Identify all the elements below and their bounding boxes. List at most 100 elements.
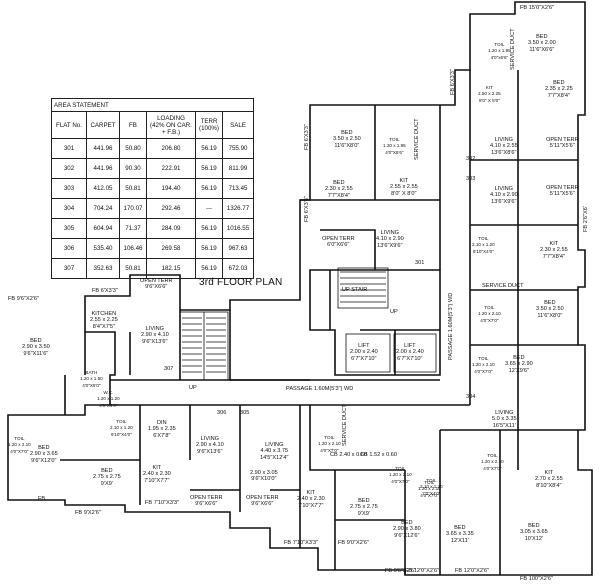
col-carpet: CARPET [86,111,120,139]
room-label: BED 3.50 x 2.50 11'6"X8'0" [536,300,564,319]
table-cell: 106.46 [119,238,147,259]
flat-number: 301 [415,260,425,266]
col-loading: LOADING (42% ON CAR. + F.B.) [146,111,196,139]
room-label: LIVING 4.10 x 2.55 13'6"X8'6" [490,137,518,156]
passage-label: PASSAGE 1.60M(5'3") WD [286,386,354,392]
service-duct: SERVICE DUCT [342,404,348,446]
table-cell: 50.81 [119,258,147,279]
fb-label: FB 6'X3'3" [304,124,310,150]
room-label: BED 2.90 x 3.50 9'6"X11'6" [22,338,50,357]
table-cell: 56.19 [195,258,223,279]
room-label: KIT 2.55 x 2.55 8'0" X 8'0" [390,178,418,197]
room-label: TOIL 1.20 x 2.10 4'0"X7'0" [8,436,31,454]
table-cell: 1016.55 [222,218,254,239]
room-label: LIFT 2.00 x 2.40 6'7"X7'10" [396,343,424,362]
room-label: BED 3.65 x 3.35 12'X11' [446,525,474,544]
room-label: TOIL 1.20 x 1.95 4'0"X6'6" [383,137,406,155]
floor-title: 3rd FLOOR PLAN [199,277,283,288]
table-cell: 90.30 [119,158,147,179]
table-cell: 56.19 [195,158,223,179]
room-label: W.C. 1.20 x 1.20 4'0"X4'0" [97,390,120,408]
table-cell: --- [195,198,223,219]
table-cell: 306 [51,238,87,259]
room-label: TOIL 1.20 x 2.10 4'0"X7'0" [318,435,341,453]
room-label: BED 2.30 x 2.55 7'7"X8'4" [325,180,353,199]
table-cell: 50.81 [119,178,147,199]
room-label: LIVING 4.40 x 3.75 14'5"X12'4" [260,442,289,461]
room-label: OPEN TERR 6'0"X6'6" [322,236,355,249]
fb-label: FB 12'0"X2'6" [455,568,490,574]
table-cell: 811.99 [222,158,254,179]
room-label: SERVICE DUCT [482,283,524,289]
service-duct: SERVICE DUCT [510,28,516,70]
room-label: TOIL 2.10 x 1.20 6'10"X4'0" [110,419,133,437]
room-label: TOIL 2.10 x 1.20 6'10"X4'0" [472,236,495,254]
table-cell: 704.24 [86,198,120,219]
room-label: LIVING 4.10 x 2.90 13'6"X9'6" [376,230,404,249]
col-fb: FB [119,111,147,139]
col-flat: FLAT No. [51,111,87,139]
room-label: OPEN TERR 9'6"X6'6" [246,495,279,508]
table-cell: 304 [51,198,87,219]
stair [179,267,389,381]
room-label: LIVING 5.0 x 3.35 16'5"X11' [492,410,517,429]
table-cell: 301 [51,138,87,159]
table-cell: 284.09 [146,218,196,239]
room-label: BED 2.90 x 3.65 9'6"X12'0" [30,445,58,464]
table-cell: 967.63 [222,238,254,259]
flat-number: 306 [217,410,227,416]
room-label: KIT 2.40 x 2.30 7'10"X7'7" [297,490,325,509]
table-cell: 672.03 [222,258,254,279]
lift [345,333,437,373]
room-label: CB 1.52 x 0.60 [360,452,398,458]
fb-label: FB 7'10"X3'3" [284,540,319,546]
fb-label: FB 2'6"X6' [583,206,589,232]
room-label: OPEN TERR 5'11"X5'6" [546,185,579,198]
room-label: DIN 1.95 x 2.35 6'X7'8" [148,420,176,439]
flat-number: 303 [466,176,476,182]
col-terr: TERR (100%) [195,111,223,139]
room-label: KIT 2.50 x 2.25 8'0" X 8'0" [478,85,501,103]
fb-label: FB 100"X2'6" [520,576,554,582]
room-label: BED 3.50 x 2.00 11'6"X6'6" [528,34,556,53]
room-label: KIT 2.30 x 2.55 7'7"X8'4" [540,241,568,260]
table-cell: 303 [51,178,87,199]
table-cell: 222.91 [146,158,196,179]
fb-label: FB 6'X3'3" [92,288,118,294]
fb-label: FB 6'X3'3" [450,69,456,95]
flat-number: 302 [466,156,476,162]
room-label: TOIL 1.20 x 2.10 4'0"X7'0" [389,466,412,484]
fb-label: FB 7'10"X3'3" [145,500,180,506]
table-cell: 50.80 [119,138,147,159]
fb-label: FB 6'X3'3" [304,196,310,222]
room-label: BED 3.65 x 2.90 12'X9'6" [505,355,533,374]
room-label: LIVING 2.90 x 4.10 9'6"X13'6" [196,436,224,455]
table-cell: 713.45 [222,178,254,199]
fb-label: FB 9'X2'6" [75,510,101,516]
table-cell: 1326.77 [222,198,254,219]
table-cell: 441.96 [86,158,120,179]
room-label: OPEN TERR 5'11"X5'6" [546,137,579,150]
fb-label: FB 9'6"X2'6" [385,568,416,574]
table-cell: 71.37 [119,218,147,239]
table-cell: 194.40 [146,178,196,199]
table-cell: 307 [51,258,87,279]
passage-label: PASSAGE 1.60M(5'3") WD [448,292,454,360]
col-sale: SALE [222,111,254,139]
table-cell: 604.94 [86,218,120,239]
room-label: LIVING 4.10 x 2.90 13'6"X9'6" [490,186,518,205]
room-label: TOIL 1.20 x 2.10 4'0"X7'0" [472,356,495,374]
fb-label: FB [38,496,46,502]
room-label: UP STAIR [342,287,368,293]
table-cell: 56.19 [195,178,223,199]
fb-label: FB 12'0"X2'6" [405,568,440,574]
table-cell: 56.19 [195,138,223,159]
